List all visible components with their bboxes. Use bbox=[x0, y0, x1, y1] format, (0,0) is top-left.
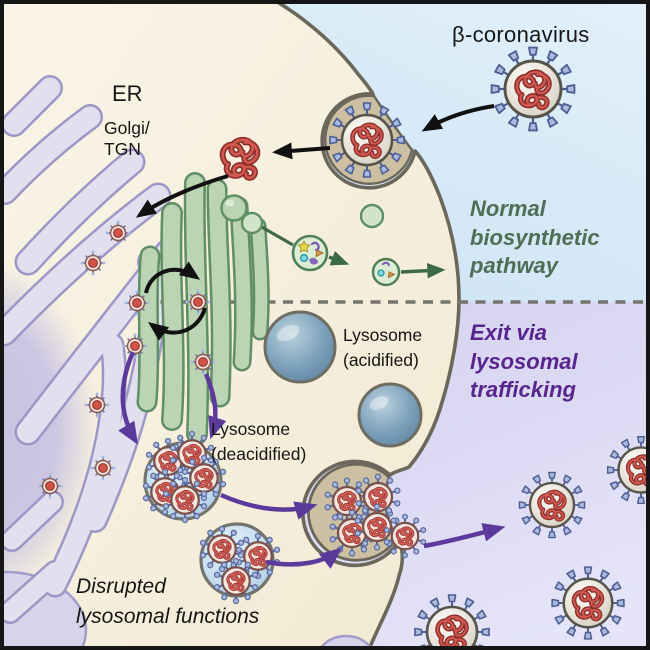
arrow-er-to-golgi bbox=[144, 261, 201, 294]
arrow-genome-release bbox=[272, 142, 331, 160]
arrow-virus-release bbox=[423, 523, 506, 549]
label-golgi-tgn: Golgi/ TGN bbox=[104, 118, 150, 160]
label-disrupted-lysosomal-functions: Disrupted lysosomal functions bbox=[76, 575, 260, 629]
label-er: ER bbox=[112, 81, 143, 106]
endocytic-cup bbox=[324, 94, 414, 185]
black-arrows bbox=[135, 104, 495, 341]
green-arrow-1 bbox=[328, 251, 350, 266]
exocytic-cup bbox=[307, 462, 400, 562]
lysosome-deacidified-2 bbox=[200, 522, 280, 604]
secretory-pathway bbox=[240, 203, 446, 287]
label-normal-biosynthetic-pathway: Normal biosynthetic pathway bbox=[470, 196, 600, 279]
label-exit-via-lysosomal-trafficking: Exit via lysosomal trafficking bbox=[470, 320, 578, 403]
green-arrow-2 bbox=[400, 263, 446, 279]
lysosome-deacidified-1 bbox=[143, 432, 226, 523]
cargo-vesicle-1 bbox=[291, 234, 329, 272]
lysosome-acidified-2 bbox=[357, 382, 423, 448]
label-beta-coronavirus: β-coronavirus bbox=[452, 22, 590, 47]
arrow-virus-entry bbox=[421, 104, 495, 132]
purple-arrows bbox=[118, 351, 506, 569]
arrow-golgi-to-lysosome bbox=[203, 373, 227, 440]
arrow-lysosome-to-membrane-1 bbox=[220, 492, 318, 520]
transport-vesicle bbox=[240, 211, 264, 235]
arrow-golgi-to-er bbox=[147, 307, 207, 341]
arrow-lysosome-to-membrane-2 bbox=[265, 547, 343, 569]
lysosome-acidified-1 bbox=[263, 310, 337, 384]
label-lysosome-deacidified: Lysosome (deacidified) bbox=[211, 419, 307, 465]
cargo-vesicle-2 bbox=[371, 257, 401, 287]
arrow-rna-to-er bbox=[135, 174, 229, 218]
arrow-er-to-lysosome bbox=[118, 351, 138, 445]
label-lysosome-acidified: Lysosome (acidified) bbox=[343, 325, 423, 371]
transport-vesicle bbox=[359, 203, 385, 229]
